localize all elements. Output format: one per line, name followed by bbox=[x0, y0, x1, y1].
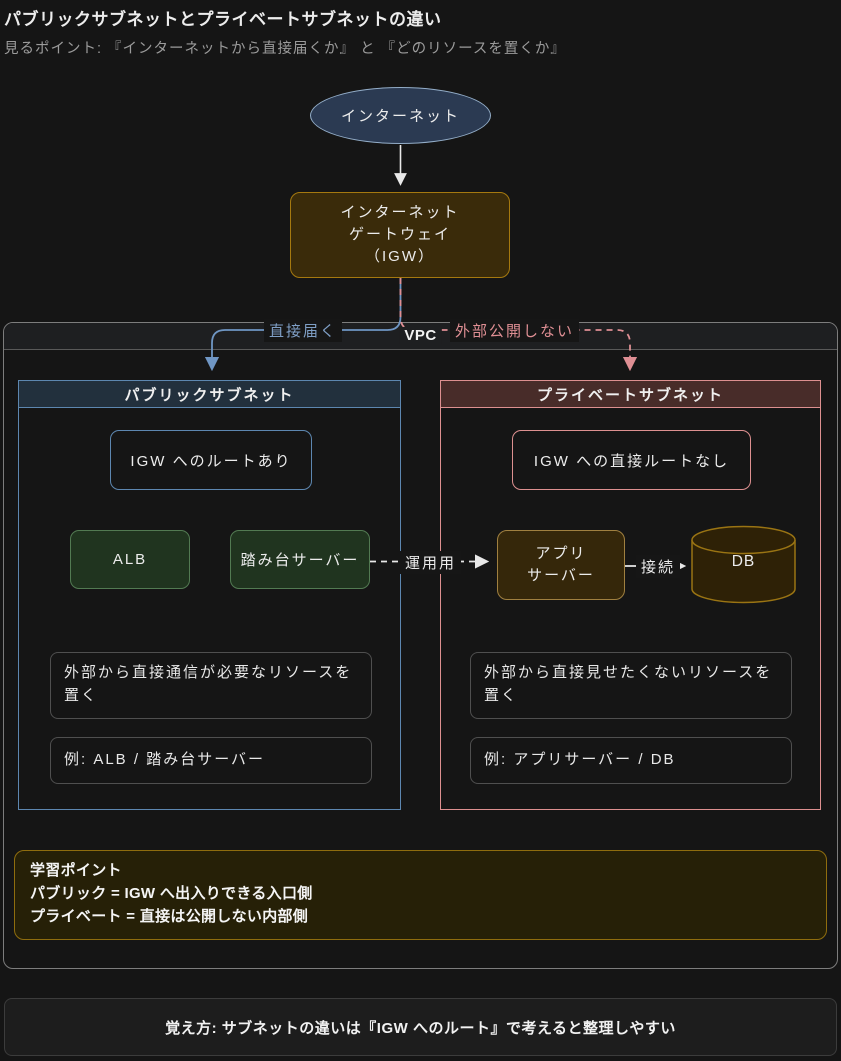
private-subnet: プライベートサブネット bbox=[440, 380, 821, 810]
igw-node-label: インターネット ゲートウェイ （IGW） bbox=[340, 204, 460, 265]
public-example-node: 例: ALB / 踏み台サーバー bbox=[50, 737, 372, 784]
edge-label-connect: 接続 bbox=[636, 555, 681, 578]
public-desc-node: 外部から直接通信が必要なリソースを置く bbox=[50, 652, 372, 719]
internet-node-label: インターネット bbox=[340, 108, 460, 125]
public-route-node: IGW へのルートあり bbox=[110, 430, 312, 490]
page-subtitle: 見るポイント: 『インターネットから直接届くか』 と 『どのリソースを置くか』 bbox=[4, 41, 566, 57]
private-route-node: IGW への直接ルートなし bbox=[512, 430, 751, 490]
edge-label-no-public: 外部公開しない bbox=[450, 319, 580, 342]
private-subnet-title: プライベートサブネット bbox=[441, 381, 820, 408]
learning-line-3: プライベート = 直接は公開しない内部側 bbox=[30, 907, 309, 925]
public-subnet: パブリックサブネット bbox=[18, 380, 401, 810]
alb-node: ALB bbox=[70, 530, 190, 589]
vpc-label: VPC bbox=[399, 327, 442, 344]
igw-node: インターネット ゲートウェイ （IGW） bbox=[290, 192, 510, 278]
alb-label: ALB bbox=[112, 551, 148, 568]
private-desc-node: 外部から直接見せたくないリソースを置く bbox=[470, 652, 792, 719]
public-route-label: IGW へのルートあり bbox=[130, 452, 292, 470]
page-title: パブリックサブネットとプライベートサブネットの違い bbox=[4, 10, 442, 29]
bastion-node: 踏み台サーバー bbox=[230, 530, 370, 589]
app-server-node: アプリ サーバー bbox=[497, 530, 625, 600]
bastion-label: 踏み台サーバー bbox=[240, 552, 360, 569]
private-route-label: IGW への直接ルートなし bbox=[533, 452, 730, 470]
public-subnet-title: パブリックサブネット bbox=[19, 381, 400, 408]
private-example-node: 例: アプリサーバー / DB bbox=[470, 737, 792, 784]
db-label: DB bbox=[731, 553, 756, 570]
learning-point-box: 学習ポイント パブリック = IGW へ出入りできる入口側 プライベート = 直… bbox=[14, 850, 827, 940]
internet-node: インターネット bbox=[310, 87, 491, 144]
learning-line-2: パブリック = IGW へ出入りできる入口側 bbox=[30, 884, 313, 902]
learning-line-1: 学習ポイント bbox=[30, 862, 122, 879]
edge-label-direct: 直接届く bbox=[264, 319, 343, 342]
memo-box: 覚え方: サブネットの違いは『IGW へのルート』で考えると整理しやすい bbox=[4, 998, 837, 1056]
edge-label-ops: 運用用 bbox=[400, 551, 462, 574]
app-server-label: アプリ サーバー bbox=[527, 545, 595, 584]
